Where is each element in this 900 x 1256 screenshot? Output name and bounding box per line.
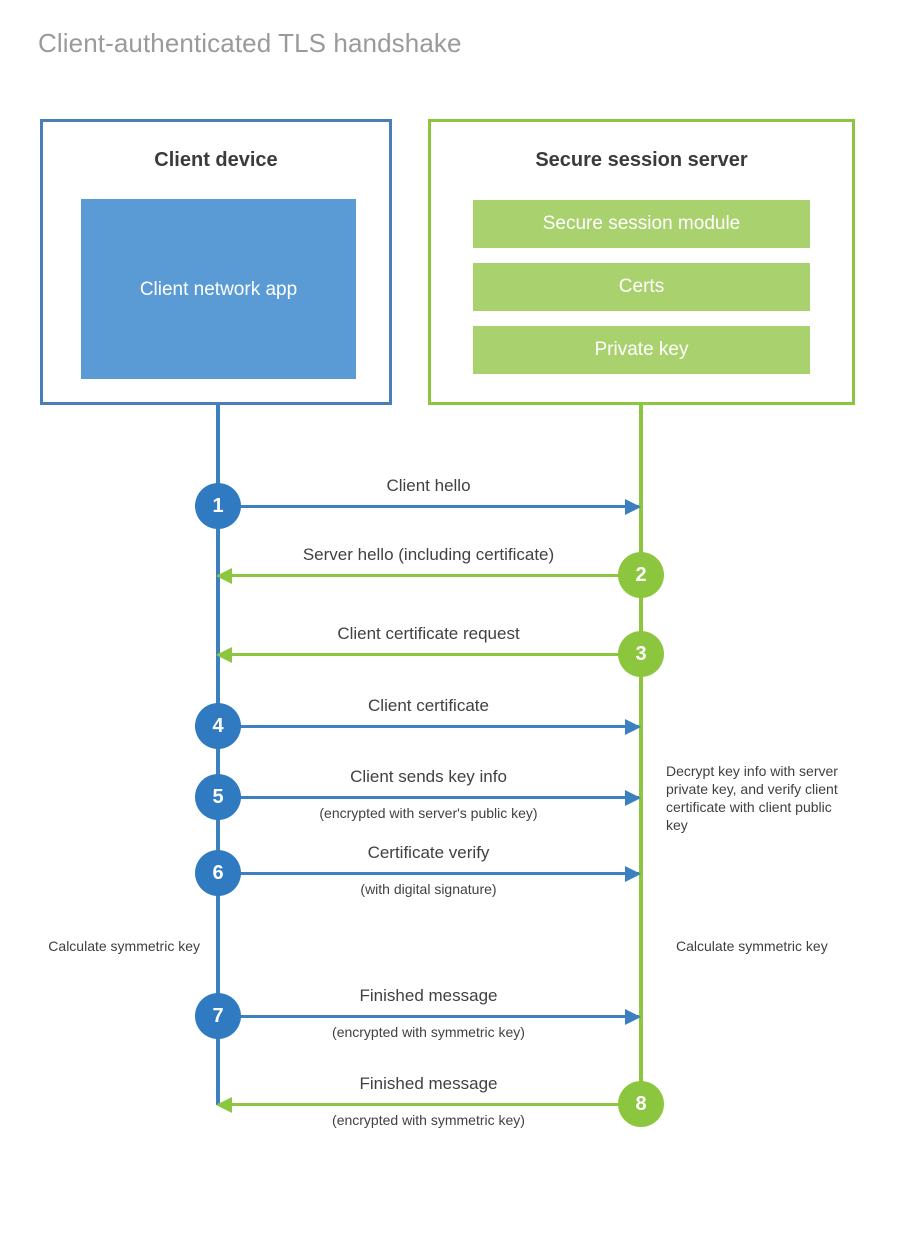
message-arrow-line-5 xyxy=(218,796,639,799)
step-number-badge-4[interactable]: 4 xyxy=(195,703,241,749)
message-arrow-line-4 xyxy=(218,725,639,728)
step-number-badge-2[interactable]: 2 xyxy=(618,552,664,598)
secure-session-server-title: Secure session server xyxy=(535,149,748,171)
message-arrow-line-3 xyxy=(218,653,639,656)
message-label-1: Client hello xyxy=(386,476,471,495)
client-network-app-block: Client network app xyxy=(81,199,356,379)
server-component-certs: Certs xyxy=(473,263,810,311)
note-server-decrypt-key-info: Decrypt key info with server private key… xyxy=(666,763,838,833)
message-label-4: Client certificate xyxy=(368,696,489,715)
message-arrow-line-1 xyxy=(218,505,639,508)
arrow-head-icon-1 xyxy=(625,499,641,515)
server-component-secure-session-module: Secure session module xyxy=(473,200,810,248)
page-title: Client-authenticated TLS handshake xyxy=(38,28,462,58)
arrow-head-icon-5 xyxy=(625,790,641,806)
client-device-box: Client device Client network app xyxy=(40,119,392,405)
secure-session-server-box: Secure session server Secure session mod… xyxy=(428,119,855,405)
message-arrow-line-7 xyxy=(218,1015,639,1018)
message-arrow-line-8 xyxy=(218,1103,639,1106)
message-sublabel-5: (encrypted with server's public key) xyxy=(319,805,538,821)
server-component-private-key: Private key xyxy=(473,326,810,374)
arrow-head-icon-4 xyxy=(625,719,641,735)
message-arrow-line-2 xyxy=(218,574,639,577)
step-number-badge-5[interactable]: 5 xyxy=(195,774,241,820)
message-sublabel-6: (with digital signature) xyxy=(360,881,497,897)
note-client-calculate-symmetric-key: Calculate symmetric key xyxy=(48,938,200,954)
message-label-7: Finished message xyxy=(359,986,498,1005)
step-number-badge-7[interactable]: 7 xyxy=(195,993,241,1039)
step-number-badge-3[interactable]: 3 xyxy=(618,631,664,677)
server-lifeline xyxy=(639,405,643,1105)
message-sublabel-8: (encrypted with symmetric key) xyxy=(332,1112,525,1128)
step-number-badge-6[interactable]: 6 xyxy=(195,850,241,896)
message-sublabel-7: (encrypted with symmetric key) xyxy=(332,1024,525,1040)
arrow-head-icon-2 xyxy=(216,568,232,584)
arrow-head-icon-3 xyxy=(216,647,232,663)
message-label-5: Client sends key info xyxy=(350,767,507,786)
client-device-title: Client device xyxy=(154,149,278,171)
arrow-head-icon-6 xyxy=(625,866,641,882)
arrow-head-icon-7 xyxy=(625,1009,641,1025)
arrow-head-icon-8 xyxy=(216,1097,232,1113)
step-number-badge-1[interactable]: 1 xyxy=(195,483,241,529)
message-label-2: Server hello (including certificate) xyxy=(302,545,555,564)
message-label-3: Client certificate request xyxy=(337,624,520,643)
message-arrow-line-6 xyxy=(218,872,639,875)
step-number-badge-8[interactable]: 8 xyxy=(618,1081,664,1127)
message-label-8: Finished message xyxy=(359,1074,498,1093)
client-lifeline xyxy=(216,405,220,1105)
note-server-calculate-symmetric-key: Calculate symmetric key xyxy=(676,938,828,954)
message-label-6: Certificate verify xyxy=(367,843,490,862)
